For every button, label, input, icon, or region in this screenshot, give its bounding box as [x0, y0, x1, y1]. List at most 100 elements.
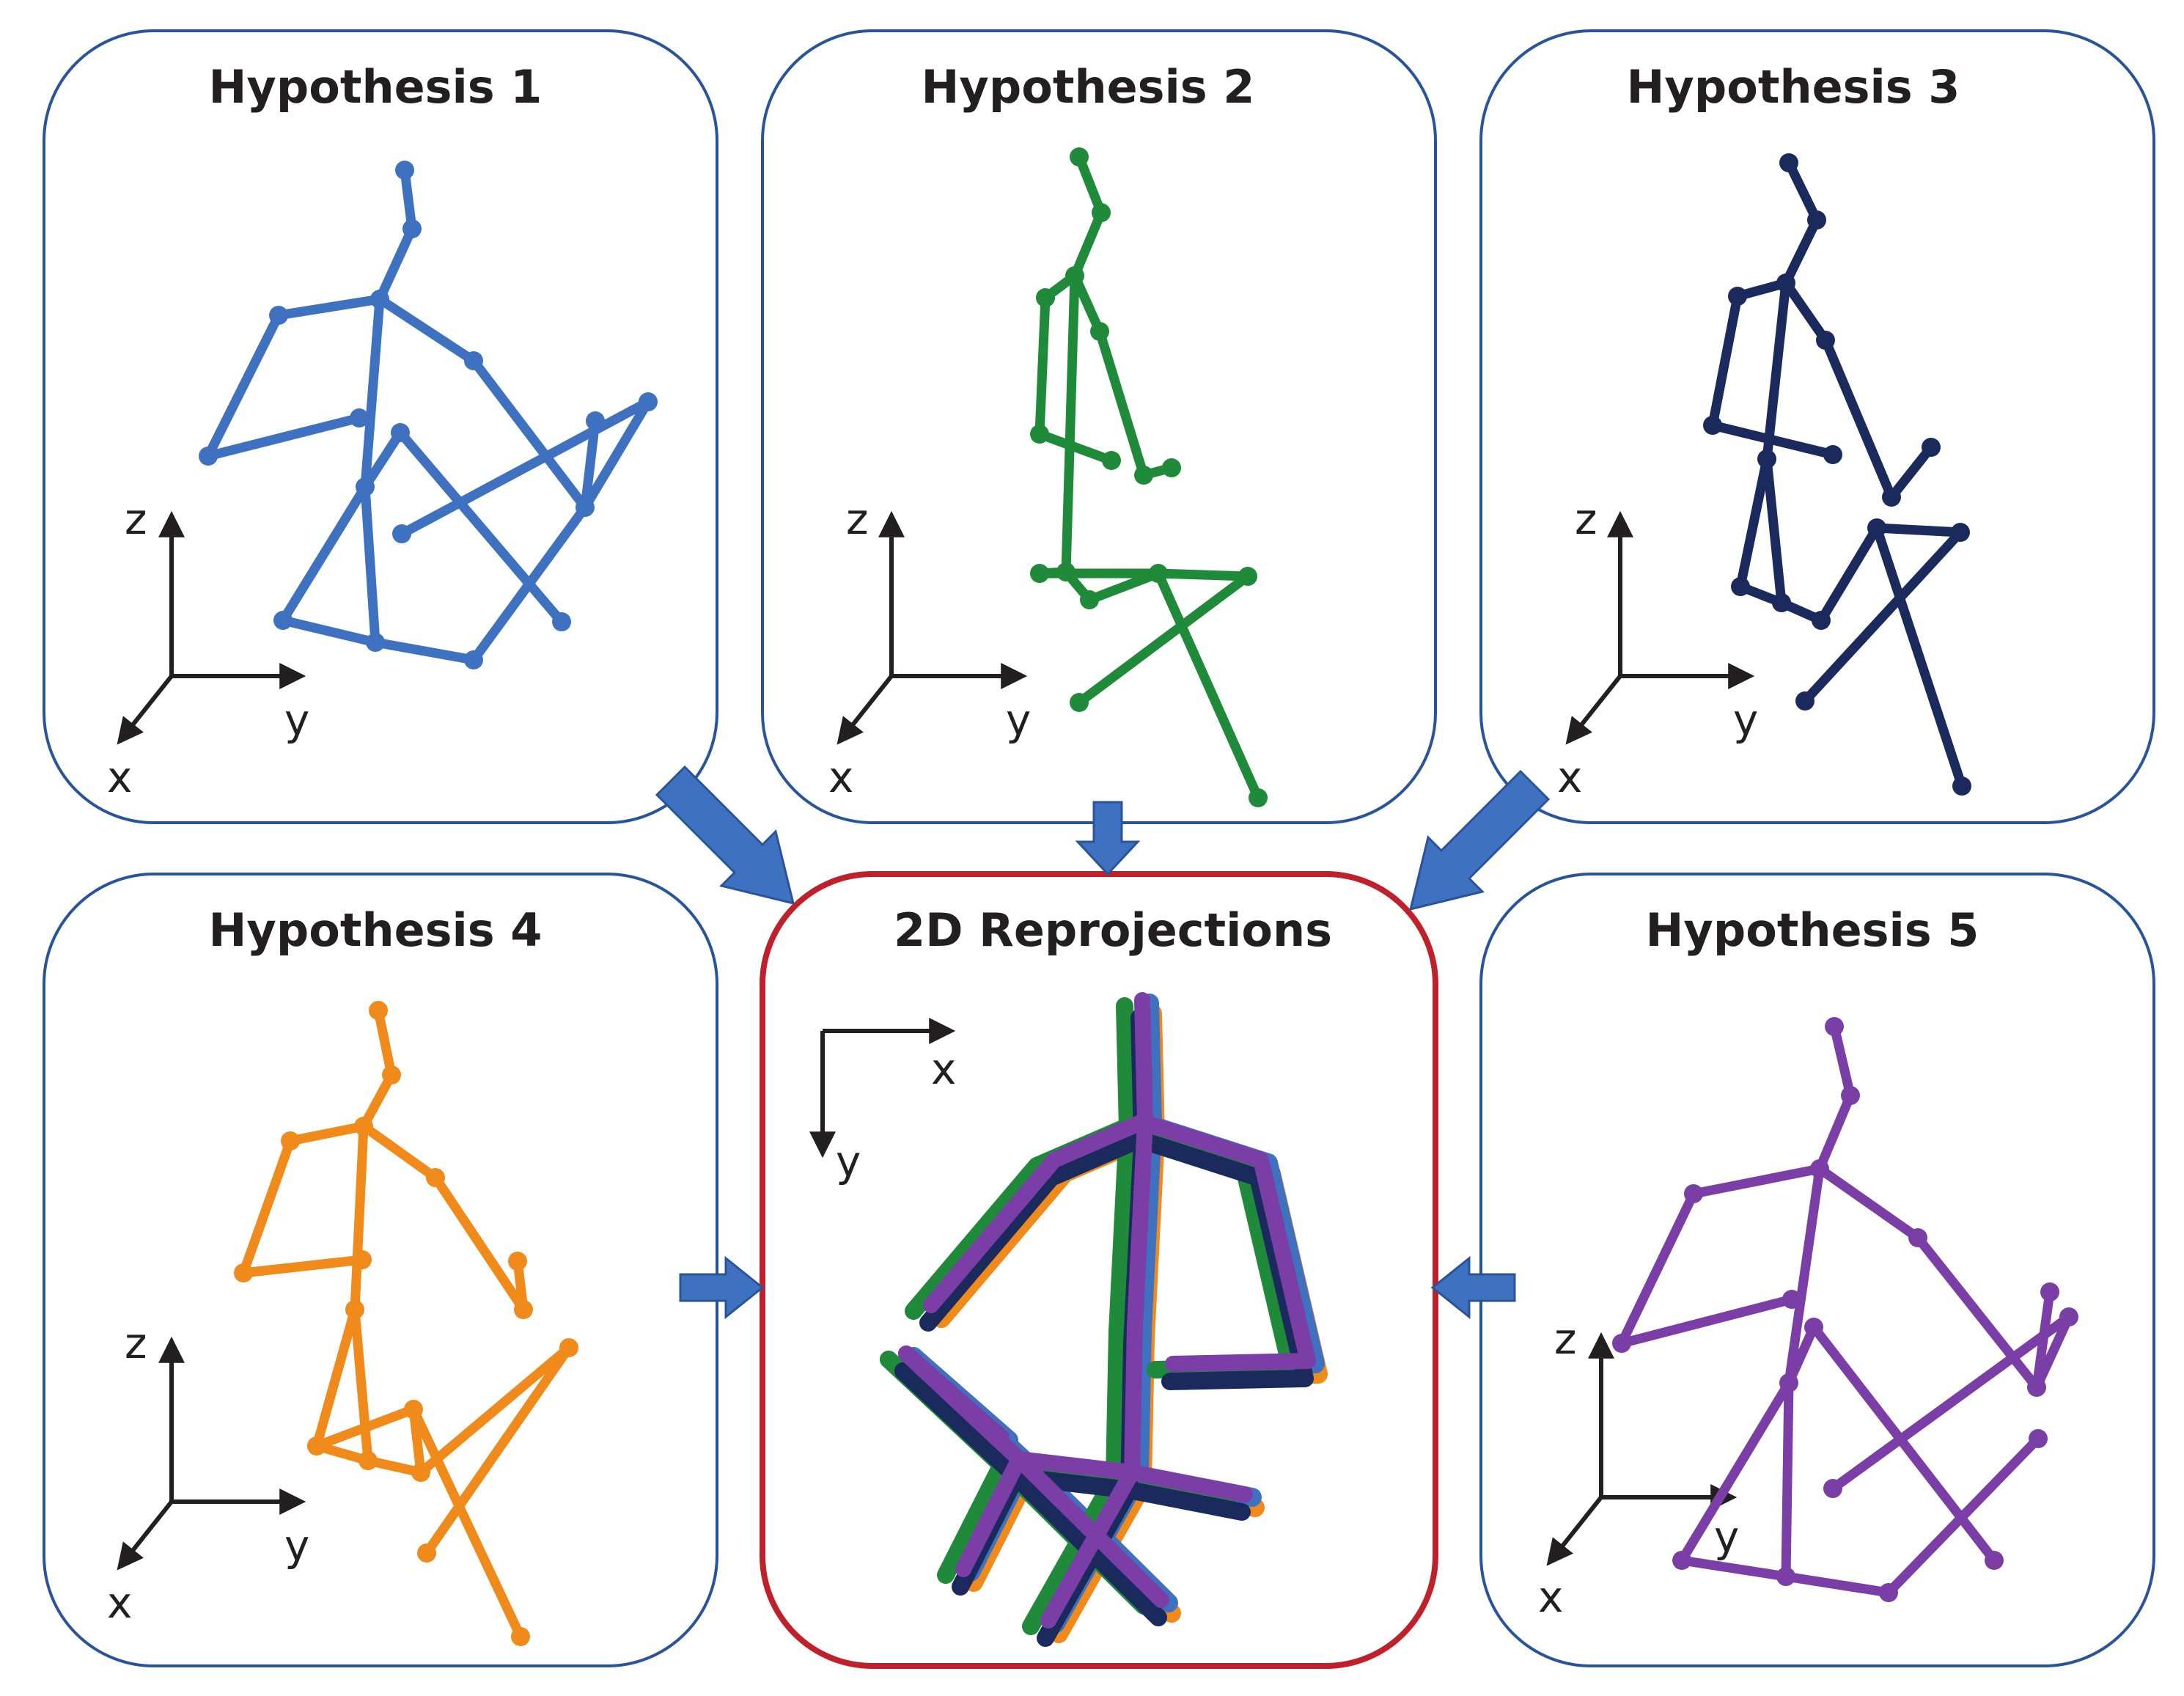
axis-label-y: y — [1714, 1512, 1739, 1562]
joint — [1812, 611, 1831, 630]
joint — [464, 351, 483, 370]
joint — [1030, 425, 1049, 444]
skeleton-hypothesis-2 — [1030, 147, 1268, 807]
joint — [345, 1300, 364, 1319]
bone-segment — [1120, 1481, 1251, 1521]
axes-3d-hypothesis-2 — [837, 510, 1028, 745]
joint — [1952, 777, 1971, 796]
axis-label-z: z — [125, 494, 147, 544]
joint — [552, 612, 571, 631]
flow-arrows — [655, 765, 1551, 1320]
joint — [508, 1252, 527, 1271]
joint — [269, 306, 288, 325]
bone-segment — [937, 1456, 1010, 1584]
bone-segment — [1040, 1464, 1140, 1629]
arrow-hypothesis-4-to-reprojections — [679, 1255, 765, 1320]
bone-segment — [898, 1346, 1010, 1445]
joint — [1056, 562, 1076, 581]
joint — [1782, 1290, 1801, 1309]
joint — [2059, 1307, 2078, 1326]
joint — [392, 524, 411, 543]
joint — [1092, 203, 1111, 222]
reprojection-overlay — [880, 992, 1328, 1647]
bone-segment — [1106, 997, 1136, 1487]
joint — [1612, 1334, 1631, 1353]
joint — [1823, 1479, 1842, 1498]
bone-segment — [203, 294, 385, 461]
joint — [1951, 523, 1970, 542]
title-hypothesis-2: Hypothesis 2 — [922, 60, 1255, 114]
bone-segment — [1153, 568, 1263, 803]
joint — [1731, 577, 1750, 596]
joint — [1795, 691, 1815, 711]
joint — [639, 392, 658, 411]
joint — [417, 1543, 436, 1563]
bone-segment — [1124, 1464, 1253, 1502]
bone-segment — [359, 1121, 529, 1315]
joint — [354, 1117, 373, 1136]
axis-label-2d-y: y — [836, 1137, 861, 1186]
joint — [1249, 788, 1268, 807]
panel-frame-hypothesis-1 — [43, 29, 718, 824]
axis-label-x: x — [1557, 752, 1582, 802]
joint — [370, 290, 389, 309]
bone-segment — [1781, 278, 1936, 502]
panel-frame-hypothesis-5 — [1479, 873, 2155, 1667]
joint — [1879, 1583, 1898, 1602]
axis-label-x: x — [1538, 1572, 1563, 1622]
joint — [1772, 593, 1791, 612]
axes-3d-hypothesis-3 — [1565, 510, 1755, 745]
joint — [1908, 1228, 1927, 1247]
joint — [1162, 458, 1181, 477]
joint — [2027, 1378, 2046, 1397]
joint — [1779, 153, 1798, 172]
title-hypothesis-5: Hypothesis 5 — [1646, 903, 1979, 957]
joint — [1728, 287, 1747, 306]
joint — [1102, 451, 1121, 470]
bone-segment — [1034, 271, 1117, 466]
joint — [1810, 1159, 1829, 1178]
joint — [1757, 449, 1776, 469]
bone-segment — [1061, 271, 1253, 708]
axis-label-y: y — [284, 695, 309, 745]
bone-segment — [1134, 1114, 1316, 1372]
joint — [1070, 693, 1089, 712]
bone-segment — [1617, 1164, 1825, 1348]
joint — [464, 650, 483, 669]
joint — [514, 1300, 533, 1319]
joint — [411, 1463, 430, 1482]
bone-segment — [1022, 1469, 1123, 1635]
joint — [1882, 488, 1901, 507]
joint — [511, 1627, 530, 1646]
axis-label-z: z — [1554, 1314, 1576, 1364]
joint — [369, 1001, 388, 1020]
panel-frame-2d-reprojections — [760, 871, 1438, 1669]
joint — [350, 408, 369, 427]
axis-label-x: x — [107, 752, 132, 802]
joint — [356, 477, 375, 496]
joint — [382, 1065, 401, 1084]
bone-segment — [919, 1131, 1148, 1332]
title-hypothesis-3: Hypothesis 3 — [1627, 60, 1960, 114]
joint — [1867, 518, 1886, 537]
joint — [1065, 266, 1084, 285]
axis-label-y: y — [284, 1521, 309, 1571]
skeleton-hypothesis-5 — [1612, 1017, 2078, 1602]
arrow-hypothesis-3-to-reprojections — [1408, 769, 1551, 911]
axis-label-z: z — [1575, 494, 1597, 544]
skeleton-hypothesis-4 — [234, 1001, 578, 1646]
axes-3d-hypothesis-1 — [117, 510, 306, 745]
arrow-hypothesis-2-to-reprojections — [1075, 801, 1141, 876]
bone-segment — [955, 1451, 1027, 1577]
joint — [1807, 210, 1826, 230]
joint — [366, 633, 385, 652]
axes-3d-hypothesis-4 — [117, 1336, 306, 1571]
joint — [1080, 590, 1099, 609]
joint — [1823, 445, 1842, 464]
axis-label-z: z — [125, 1318, 147, 1368]
bone-segment — [2032, 1287, 2055, 1392]
joint — [234, 1263, 253, 1282]
joint — [1238, 567, 1257, 586]
panel-frame-hypothesis-3 — [1479, 29, 2155, 824]
joint — [402, 219, 422, 238]
